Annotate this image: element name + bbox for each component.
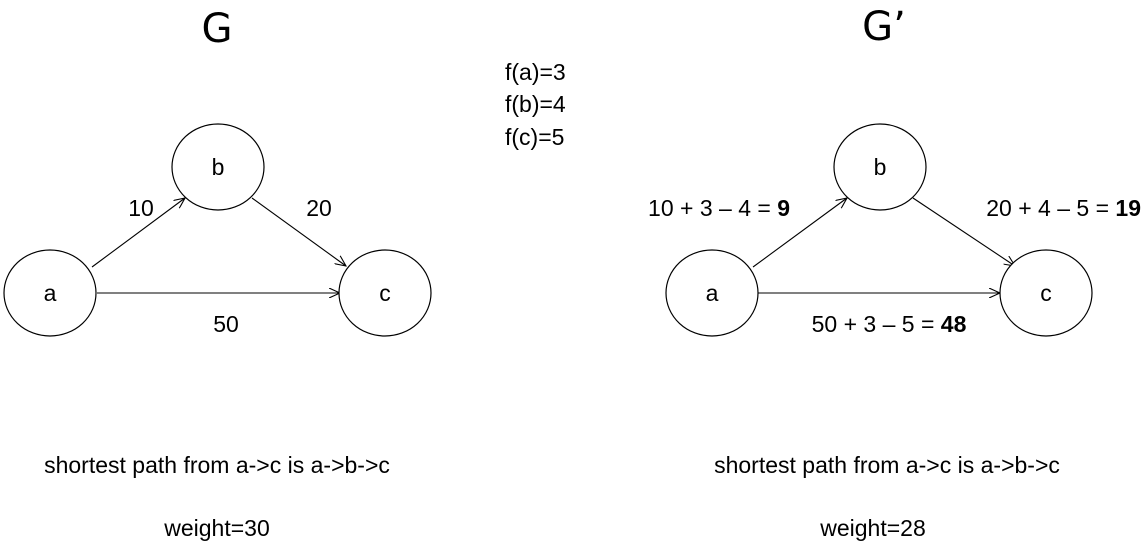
right-edge-b-c-result: 19 [1115, 195, 1141, 221]
right-edge-a-c-result: 48 [941, 311, 967, 337]
right-edge-a-c-expr: 50 + 3 – 5 = [812, 311, 941, 337]
left-edge-b-c [251, 197, 346, 266]
left-weight: weight=30 [163, 515, 270, 541]
potential-values: f(a)=3 f(b)=4 f(c)=5 [505, 59, 566, 150]
left-node-b: b [171, 123, 265, 211]
right-graph: G’ a b c 10 + 3 – 4 = 9 20 + 4 – 5 = 19 … [648, 4, 1141, 541]
left-edge-a-c-weight: 50 [213, 311, 239, 337]
right-edge-b-c-weight: 20 + 4 – 5 = 19 [986, 195, 1141, 221]
left-edge-a-b-weight: 10 [128, 195, 154, 221]
right-edge-a-c-weight: 50 + 3 – 5 = 48 [812, 311, 967, 337]
right-edge-b-c-expr: 20 + 4 – 5 = [986, 195, 1115, 221]
left-graph: G a b c 10 20 50 shortest path from a->c… [3, 6, 432, 541]
right-node-b: b [833, 123, 927, 211]
right-edge-a-b-expr: 10 + 3 – 4 = [648, 195, 777, 221]
right-caption: shortest path from a->c is a->b->c [714, 452, 1060, 478]
right-weight: weight=28 [819, 515, 926, 541]
left-caption: shortest path from a->c is a->b->c [44, 452, 390, 478]
potential-f-b: f(b)=4 [505, 91, 566, 117]
potential-f-c: f(c)=5 [505, 124, 564, 150]
right-edge-a-b-result: 9 [777, 195, 790, 221]
right-node-c: c [999, 249, 1093, 337]
left-node-c-label: c [379, 280, 391, 306]
left-node-a-label: a [44, 280, 57, 306]
right-graph-title: G’ [862, 4, 906, 50]
right-edge-a-b-weight: 10 + 3 – 4 = 9 [648, 195, 790, 221]
right-edge-a-b [752, 198, 847, 268]
left-node-c: c [338, 249, 432, 337]
potential-f-a: f(a)=3 [505, 59, 566, 85]
left-graph-title: G [202, 6, 233, 52]
left-edge-b-c-weight: 20 [306, 195, 332, 221]
right-node-b-label: b [874, 154, 887, 180]
left-node-a: a [3, 249, 97, 337]
right-node-a: a [665, 249, 759, 337]
right-edge-b-c [912, 197, 1015, 266]
right-node-c-label: c [1040, 280, 1052, 306]
right-node-a-label: a [706, 280, 719, 306]
left-node-b-label: b [212, 154, 225, 180]
left-edge-a-b [91, 198, 185, 268]
